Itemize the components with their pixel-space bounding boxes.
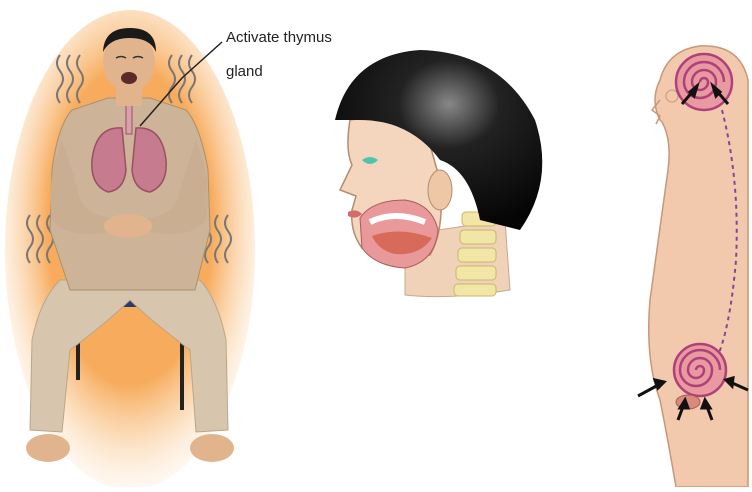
- body-silhouette: [649, 46, 748, 487]
- thymus-annotation: Activate thymus gland: [226, 12, 332, 80]
- pelvic-spiral: [674, 344, 726, 396]
- annotation-line-1: Activate thymus: [226, 29, 332, 46]
- left-foot: [26, 434, 70, 462]
- open-mouth: [121, 72, 137, 84]
- body-energy-figure: [638, 46, 748, 487]
- seated-person-figure: [5, 10, 255, 487]
- right-foot: [190, 434, 234, 462]
- clasped-hands: [104, 214, 152, 238]
- annotation-line-2: gland: [226, 63, 263, 80]
- head-cross-section-figure: [335, 50, 542, 297]
- ear: [428, 170, 452, 210]
